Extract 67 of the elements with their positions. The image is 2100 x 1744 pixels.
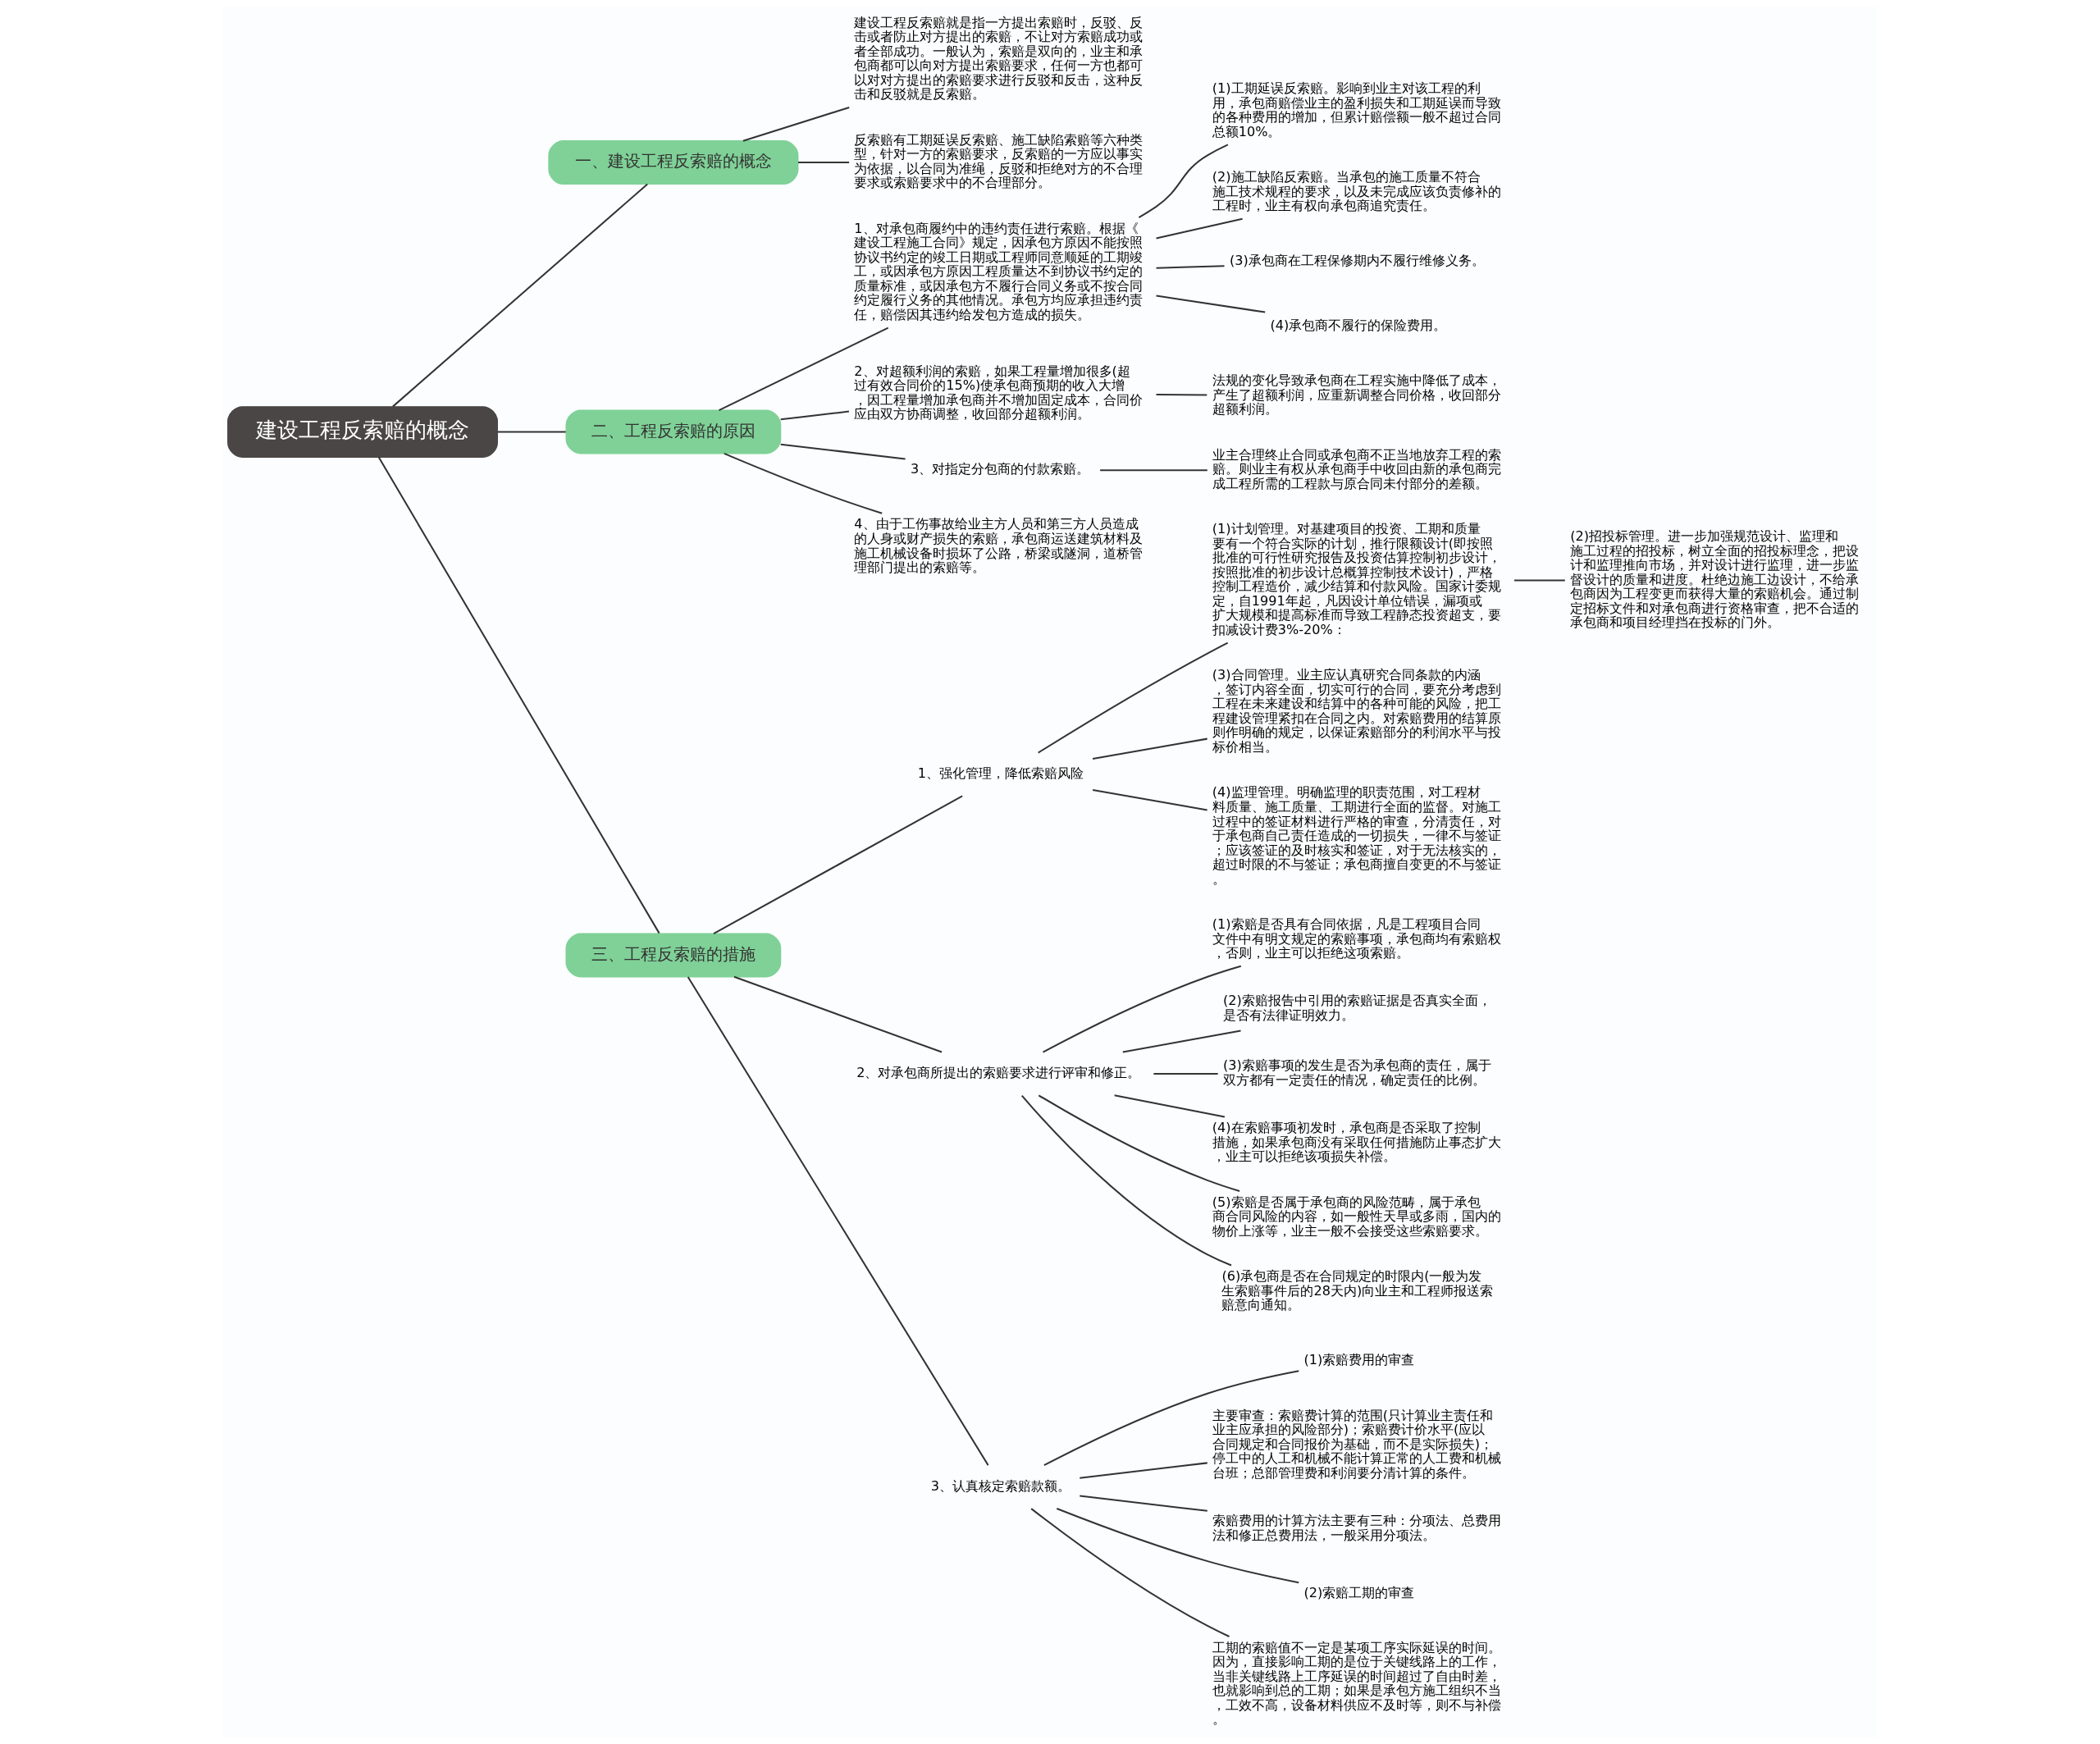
node-text: (2)索赔工期的审查: [1303, 1584, 1415, 1600]
connector: [1092, 789, 1208, 811]
node-text: (5)索赔是否属于承包商的风险范畴，属于承包商合同风险的内容，如一般性天旱或多雨，国内的物价上涨等，业主一般不会接受这些索赔要求。: [1212, 1194, 1501, 1239]
node-box: 一、建设工程反索赔的概念: [548, 140, 799, 185]
node-text: (6)承包商是否在合同规定的时限内(一般为发生索赔事件后的28天内)向业主和工程师报送索赔意向通知。: [1221, 1268, 1494, 1313]
node-text: (1)索赔是否具有合同依据，凡是工程项目合同文件中有明文规定的索赔事项，承包商均有索赔权，否则，业主可以拒绝这项索赔。: [1212, 916, 1501, 961]
node-text: 工期的索赔值不一定是某项工序实际延误的时间。因为，直接影响工期的是位于关键线路上的工作，当非关键线路上工序延误的时间超过了自由时差，也就影响到总的工期；如果是承包方施工组织不当，工效不高，设备材料供应不及时等，则不与补偿。: [1212, 1639, 1501, 1728]
node-text: (2)索赔报告中引用的索赔证据是否真实全面，是否有法律证明效力。: [1222, 993, 1491, 1023]
node-text: (3)索赔事项的发生是否为承包商的责任，属于双方都有一定责任的情况，确定责任的比例。: [1222, 1057, 1491, 1088]
connector: [1122, 1030, 1241, 1053]
node-text: 索赔费用的计算方法主要有三种：分项法、总费用法和修正总费用法，一般采用分项法。: [1212, 1513, 1501, 1543]
connector: [798, 162, 850, 164]
node-text: (1)计划管理。对基建项目的投资、工期和质量要有一个符合实际的计划，推行限额设计(即按照批准的可行性研究报告及投资估算控制初步设计，按照批准的初步设计总概算控制技术设计)，严格控制工程造价，减少结算和付款风险。国家计委规定，自1991年起，凡因设计单位错误，漏项或扩大规模和提高标准而导致工程静态投资超支，要扣减设计费3%-20%：: [1212, 521, 1501, 637]
connector: [1043, 1370, 1299, 1467]
connector: [733, 975, 943, 1053]
connector: [1153, 1072, 1218, 1075]
connector: [742, 107, 850, 142]
connector: [1156, 394, 1208, 396]
node-text: (3)承包商在工程保修期内不履行维修义务。: [1229, 253, 1485, 269]
node-text: (2)施工缺陷反索赔。当承包的施工质量不符合施工技术规程的要求，以及未完成应该负责修补的工程时，业主有权向承包商追究责任。: [1212, 169, 1501, 214]
node-text: 2、对承包商所提出的索赔要求进行评审和修正。: [856, 1065, 1141, 1081]
connector: [713, 795, 963, 934]
node-text: (2)招投标管理。进一步加强规范设计、监理和施工过程的招投标，树立全面的招投标理念，把设计和监理推向市场，并对设计进行监理，进一步监督设计的质量和进度。杜绝边施工边设计，不给承包商因为工程变更而获得大量的索赔机会。通过制定招标文件和对承包商进行资格审查，把不合适的承包商和项目经理挡在投标的门外。: [1570, 528, 1860, 631]
connector: [1092, 737, 1208, 760]
node-text: 业主合理终止合同或承包商不正当地放弃工程的索赔。则业主有权从承包商手中收回由新的承包商完成工程所需的工程款与原合同未付部分的差额。: [1212, 446, 1501, 491]
connector: [1021, 1094, 1232, 1267]
connector: [1038, 1094, 1240, 1192]
node-text: 主要审查：索赔费计算的范围(只计算业主责任和业主应承担的风险部分)；索赔费计价水平(应以合同规定和合同报价为基础，而不是实际损失)；停工中的人工和机械不能计算正常的人工费和机械台班；总部管理费和利润要分清计算的条件。: [1212, 1407, 1501, 1481]
node-text: (1)工期延误反索赔。影响到业主对该工程的利用，承包商赔偿业主的盈利损失和工期延误而导致的各种费用的增加，但累计赔偿额一般不超过合同总额10%。: [1212, 80, 1501, 139]
node-text: 反索赔有工期延误反索赔、施工缺陷索赔等六种类型，针对一方的索赔要求，反索赔的一方应以事实为依据，以合同为准绳，反驳和拒绝对方的不合理要求或索赔要求中的不合理部分。: [854, 131, 1144, 191]
node-text: 4、由于工伤事故给业主方人员和第三方人员造成的人身或财产损失的索赔，承包商运送建筑材料及施工机械设备时损坏了公路，桥梁或隧洞，道桥管理部门提出的索赔等。: [854, 516, 1144, 576]
connector: [1080, 1495, 1208, 1512]
node-text: (3)合同管理。业主应认真研究合同条款的内涵，签订内容全面，切实可行的合同，要充分考虑到工程在未来建设和结算中的各种可能的风险，把工程建设管理紧扣在合同之内。对索赔费用的结算原则作明确的规定，以保证索赔部分的利润水平与投标价相当。: [1212, 667, 1501, 755]
connector: [1114, 1094, 1226, 1118]
connector: [780, 410, 850, 421]
connector: [724, 452, 883, 514]
connector: [1080, 1462, 1208, 1479]
node-text: 法规的变化导致承包商在工程实施中降低了成本，产生了超额利润，应重新调整合同价格，收回部分超额利润。: [1212, 372, 1501, 418]
connector: [1156, 217, 1243, 240]
node-text: (4)监理管理。明确监理的职责范围，对工程材料质量、施工质量、工期进行全面的监督。对施工过程中的签证材料进行严格的审查，分清责任，对于承包商自己责任造成的一切损失，一律不与签证；应该签证的及时核实和签证，对于无法核实的，超过时限的不与签证；承包商擅自变更的不与签证。: [1212, 784, 1501, 887]
node-text: 3、对指定分包商的付款索赔。: [910, 461, 1090, 477]
node-text: 3、认真核定索赔款额。: [930, 1477, 1071, 1494]
connector: [1138, 144, 1229, 219]
node-box: 二、工程反索赔的原因: [565, 409, 782, 454]
connector: [1030, 1508, 1230, 1637]
node-box: 建设工程反索赔的概念: [227, 406, 499, 458]
node-text: (4)在索赔事项初发时，承包商是否采取了控制措施，如果承包商没有采取任何措施防止事态扩大，业主可以拒绝该项损失补偿。: [1212, 1120, 1501, 1165]
connector: [377, 456, 660, 934]
connector: [780, 443, 906, 460]
connector: [1514, 579, 1565, 582]
connector: [1156, 265, 1225, 269]
node-text: 建设工程反索赔就是指一方提出索赔时，反驳、反击或者防止对方提出的索赔，不让对方索赔成功或者全部成功。一般认为，索赔是双向的，业主和承包商都可以向对方提出索赔要求，任何一方也都可以对对方提出的索赔要求进行反驳和反击，这种反击和反驳就是反索赔。: [854, 14, 1144, 103]
connector: [1056, 1508, 1299, 1584]
connector: [497, 431, 566, 433]
connector: [1156, 294, 1266, 313]
connector: [719, 326, 889, 412]
connector: [1043, 965, 1242, 1053]
node-text: (4)承包商不履行的保险费用。: [1270, 317, 1447, 334]
node-text: 1、对承包商履约中的违约责任进行索赔。根据《建设工程施工合同》规定，因承包方原因不能按照协议书约定的竣工日期或工程师同意顺延的工期竣工，或因承包方原因工程质量达不到协议书约定的质量标准，或因承包方不履行合同义务或不按合同约定履行义务的其他情况。承包方均应承担违约责任，赔偿因其违约给发包方造成的损失。: [854, 220, 1144, 323]
connector: [687, 976, 989, 1466]
node-text: 1、强化管理，降低索赔风险: [917, 765, 1084, 782]
node-text: 2、对超额利润的索赔，如果工程量增加很多(超过有效合同价的15%)使承包商预期的收入大增，因工程量增加承包商并不增加固定成本，合同价应由双方协商调整，收回部分超额利润。: [854, 363, 1144, 422]
connector: [1100, 469, 1208, 472]
node-box: 三、工程反索赔的措施: [565, 933, 782, 978]
connector: [392, 183, 648, 408]
node-text: (1)索赔费用的审查: [1303, 1352, 1415, 1368]
connector: [1038, 641, 1229, 754]
